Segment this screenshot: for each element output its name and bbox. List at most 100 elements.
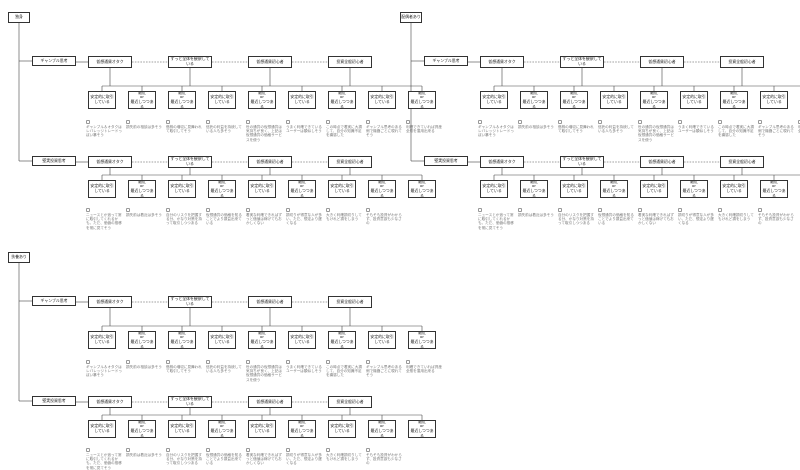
stage-node: 投資全般初心者 — [720, 56, 764, 68]
note-text: ギャンブル思考のある側で機器ごとに現れてそう — [366, 124, 402, 138]
note-text: 損切りが得意な人が多い、ただ、想定より遅くなる — [678, 212, 714, 226]
outcome-node: 最近 or 最近しつつある — [520, 180, 548, 198]
stage-node: 仮想通貨初心者 — [248, 156, 292, 168]
outcome-node: 最近 or 最近しつつある — [560, 91, 588, 109]
annotation-note: 損切りが得意な人が多い、ただ、想定より遅くなる — [678, 208, 714, 226]
note-square-icon — [86, 208, 90, 212]
outcome-node: 安定的に取引している — [640, 180, 668, 198]
annotation-note: 大きく利確損切りしてもけれど損をしまう — [326, 448, 362, 461]
note-text: 世の通貨の仮想通貨は気持ちが良く、上記は仮想通貨の価格サービスを使う — [638, 124, 674, 142]
note-square-icon — [718, 208, 722, 212]
note-square-icon — [166, 208, 170, 212]
annotation-note: 自分のリスクを把握する分、かなり対策を持って取引しつつある — [166, 448, 202, 466]
note-text: そもそも投資がわからず、投資意欲も少なさの — [758, 212, 794, 226]
annotation-note: この時点で着実に大損して、自分の知識不足を痛感した — [326, 120, 362, 138]
note-text: この時点で着実に大損して、自分の知識不足を痛感した — [718, 124, 754, 138]
stage-node: 仮想通貨初心者 — [640, 156, 684, 168]
annotation-note: 借株の増収に見舞われて取引してそう — [166, 360, 202, 373]
note-text: 大きく利確損切りしてもけれど損をしまう — [718, 212, 754, 221]
note-text: 世の通貨の仮想通貨は気持ちが良く、上記は仮想通貨の価格サービスを使う — [246, 124, 282, 142]
note-text: 損失前の相談は多そう — [518, 124, 554, 129]
annotation-note: 損失前の相談は多そう — [126, 360, 162, 369]
stage-node: 仮想通貨初心者 — [248, 396, 292, 408]
note-square-icon — [758, 120, 762, 124]
note-text: 損失前の相談は多そう — [126, 364, 162, 369]
note-square-icon — [166, 120, 170, 124]
note-text: ギャンブル思考のある側で機器ごとに現れてそう — [758, 124, 794, 138]
note-square-icon — [86, 360, 90, 364]
note-text: ギャンブル＆オタクはレバレッジトレードっぽい暴そう — [478, 124, 514, 138]
stage-node: 仮想通貨初心者 — [248, 56, 292, 68]
annotation-note: 損失前の相談は多そう — [126, 120, 162, 129]
note-text: 大きく利確損切りしてもけれど損をしまう — [326, 212, 362, 221]
outcome-node: 安定的に取引している — [208, 91, 236, 109]
note-square-icon — [326, 120, 330, 124]
annotation-note: そもそも投資がわからず、投資意欲も少なさの — [366, 448, 402, 466]
outcome-node: 最近 or 最近しつつある — [368, 180, 396, 198]
outcome-node: 最近 or 最近しつつある — [408, 331, 436, 349]
stage-node: 仮想通貨オタク — [480, 156, 524, 168]
outcome-node: 最近 or 最近しつつある — [288, 420, 316, 438]
stage-node: 投資全般初心者 — [720, 156, 764, 168]
note-square-icon — [286, 208, 290, 212]
outcome-node: 安定的に取引している — [720, 180, 748, 198]
stage-node: 仮想通貨オタク — [88, 296, 132, 308]
annotation-note: ギャンブル＆オタクはレバレッジトレードっぽい暴そう — [478, 120, 514, 138]
annotation-note: 利確できていれば資産全般を運用出来る — [406, 120, 442, 133]
outcome-node: 安定的に取引している — [680, 91, 708, 109]
stage-node: 仮想通貨オタク — [88, 156, 132, 168]
annotation-note: うまく利確できているユーザーは類似しそう — [286, 360, 322, 373]
outcome-node: 安定的に取引している — [88, 180, 116, 198]
annotation-note: 仮想通貨の価格を知ることでより損益出来ている — [206, 448, 242, 466]
note-text: 着実な利確できればずっと価値は稼げてもおかしくない — [246, 212, 282, 226]
annotation-note: 損失前は着近は多そう — [518, 208, 554, 217]
outcome-node: 最近 or 最近しつつある — [208, 420, 236, 438]
root-node: ギャンブル思考 — [424, 56, 468, 66]
note-text: 仮想通貨の価格を知ることでより損益出来ている — [598, 212, 634, 226]
annotation-note: 信託の利益を持続している人も多そう — [206, 360, 242, 373]
outcome-node: 最近 or 最近しつつある — [168, 91, 196, 109]
note-text: そもそも投資がわからず、投資意欲も少なさの — [366, 452, 402, 466]
note-text: 着実な利確できればずっと価値は稼げてもおかしくない — [246, 452, 282, 466]
note-square-icon — [206, 360, 210, 364]
note-square-icon — [558, 208, 562, 212]
annotation-note: 着実な利確できればずっと価値は稼げてもおかしくない — [638, 208, 674, 226]
annotation-note: ギャンブル＆オタクはレバレッジトレードっぽい暴そう — [86, 120, 122, 138]
outcome-node: 最近 or 最近しつつある — [520, 91, 548, 109]
stage-node: 投資全般初心者 — [328, 156, 372, 168]
note-square-icon — [366, 120, 370, 124]
annotation-note: 損失前の相談は多そう — [518, 120, 554, 129]
annotation-note: ニュースとか追って常に取引してくれるかも。ただ、価値の推移を常に見てそう — [86, 208, 122, 230]
note-square-icon — [478, 120, 482, 124]
note-square-icon — [366, 360, 370, 364]
annotation-note: 仮想通貨の価格を知ることでより損益出来ている — [206, 208, 242, 226]
note-square-icon — [206, 208, 210, 212]
note-square-icon — [326, 448, 330, 452]
connector-lines — [18, 23, 800, 420]
annotation-note: うまく利確できているユーザーは類似しそう — [678, 120, 714, 133]
note-square-icon — [678, 120, 682, 124]
note-text: 自分のリスクを把握する分、かなり対策を持って取引しつつある — [166, 212, 202, 226]
note-text: 信託の利益を持続している人も多そう — [206, 124, 242, 133]
note-text: 世の通貨の仮想通貨は気持ちが良く、上記は仮想通貨の価格サービスを使う — [246, 364, 282, 382]
annotation-note: この時点で着実に大損して、自分の知識不足を痛感した — [718, 120, 754, 138]
note-square-icon — [326, 360, 330, 364]
outcome-node: 最近 or 最近しつつある — [760, 180, 788, 198]
note-square-icon — [246, 360, 250, 364]
note-square-icon — [518, 208, 522, 212]
outcome-node: 安定的に取引している — [288, 91, 316, 109]
stage-node: 仮想通貨オタク — [88, 56, 132, 68]
note-text: 借株の増収に見舞われて取引してそう — [558, 124, 594, 133]
note-text: 損切りが得意な人が多い、ただ、想定より遅くなる — [286, 452, 322, 466]
annotation-note: 損失前は着近は多そう — [126, 208, 162, 217]
annotation-note: ニュースとか追って常に取引してくれるかも。ただ、価値の推移を常に見てそう — [478, 208, 514, 230]
outcome-node: 安定的に取引している — [208, 331, 236, 349]
note-square-icon — [598, 120, 602, 124]
note-square-icon — [406, 360, 410, 364]
note-square-icon — [206, 120, 210, 124]
note-square-icon — [638, 120, 642, 124]
outcome-node: 最近 or 最近しつつある — [368, 420, 396, 438]
root-node: ギャンブル思考 — [32, 296, 76, 306]
annotation-note: そもそも投資がわからず、投資意欲も少なさの — [366, 208, 402, 226]
note-text: うまく利確できているユーザーは類似しそう — [286, 124, 322, 133]
